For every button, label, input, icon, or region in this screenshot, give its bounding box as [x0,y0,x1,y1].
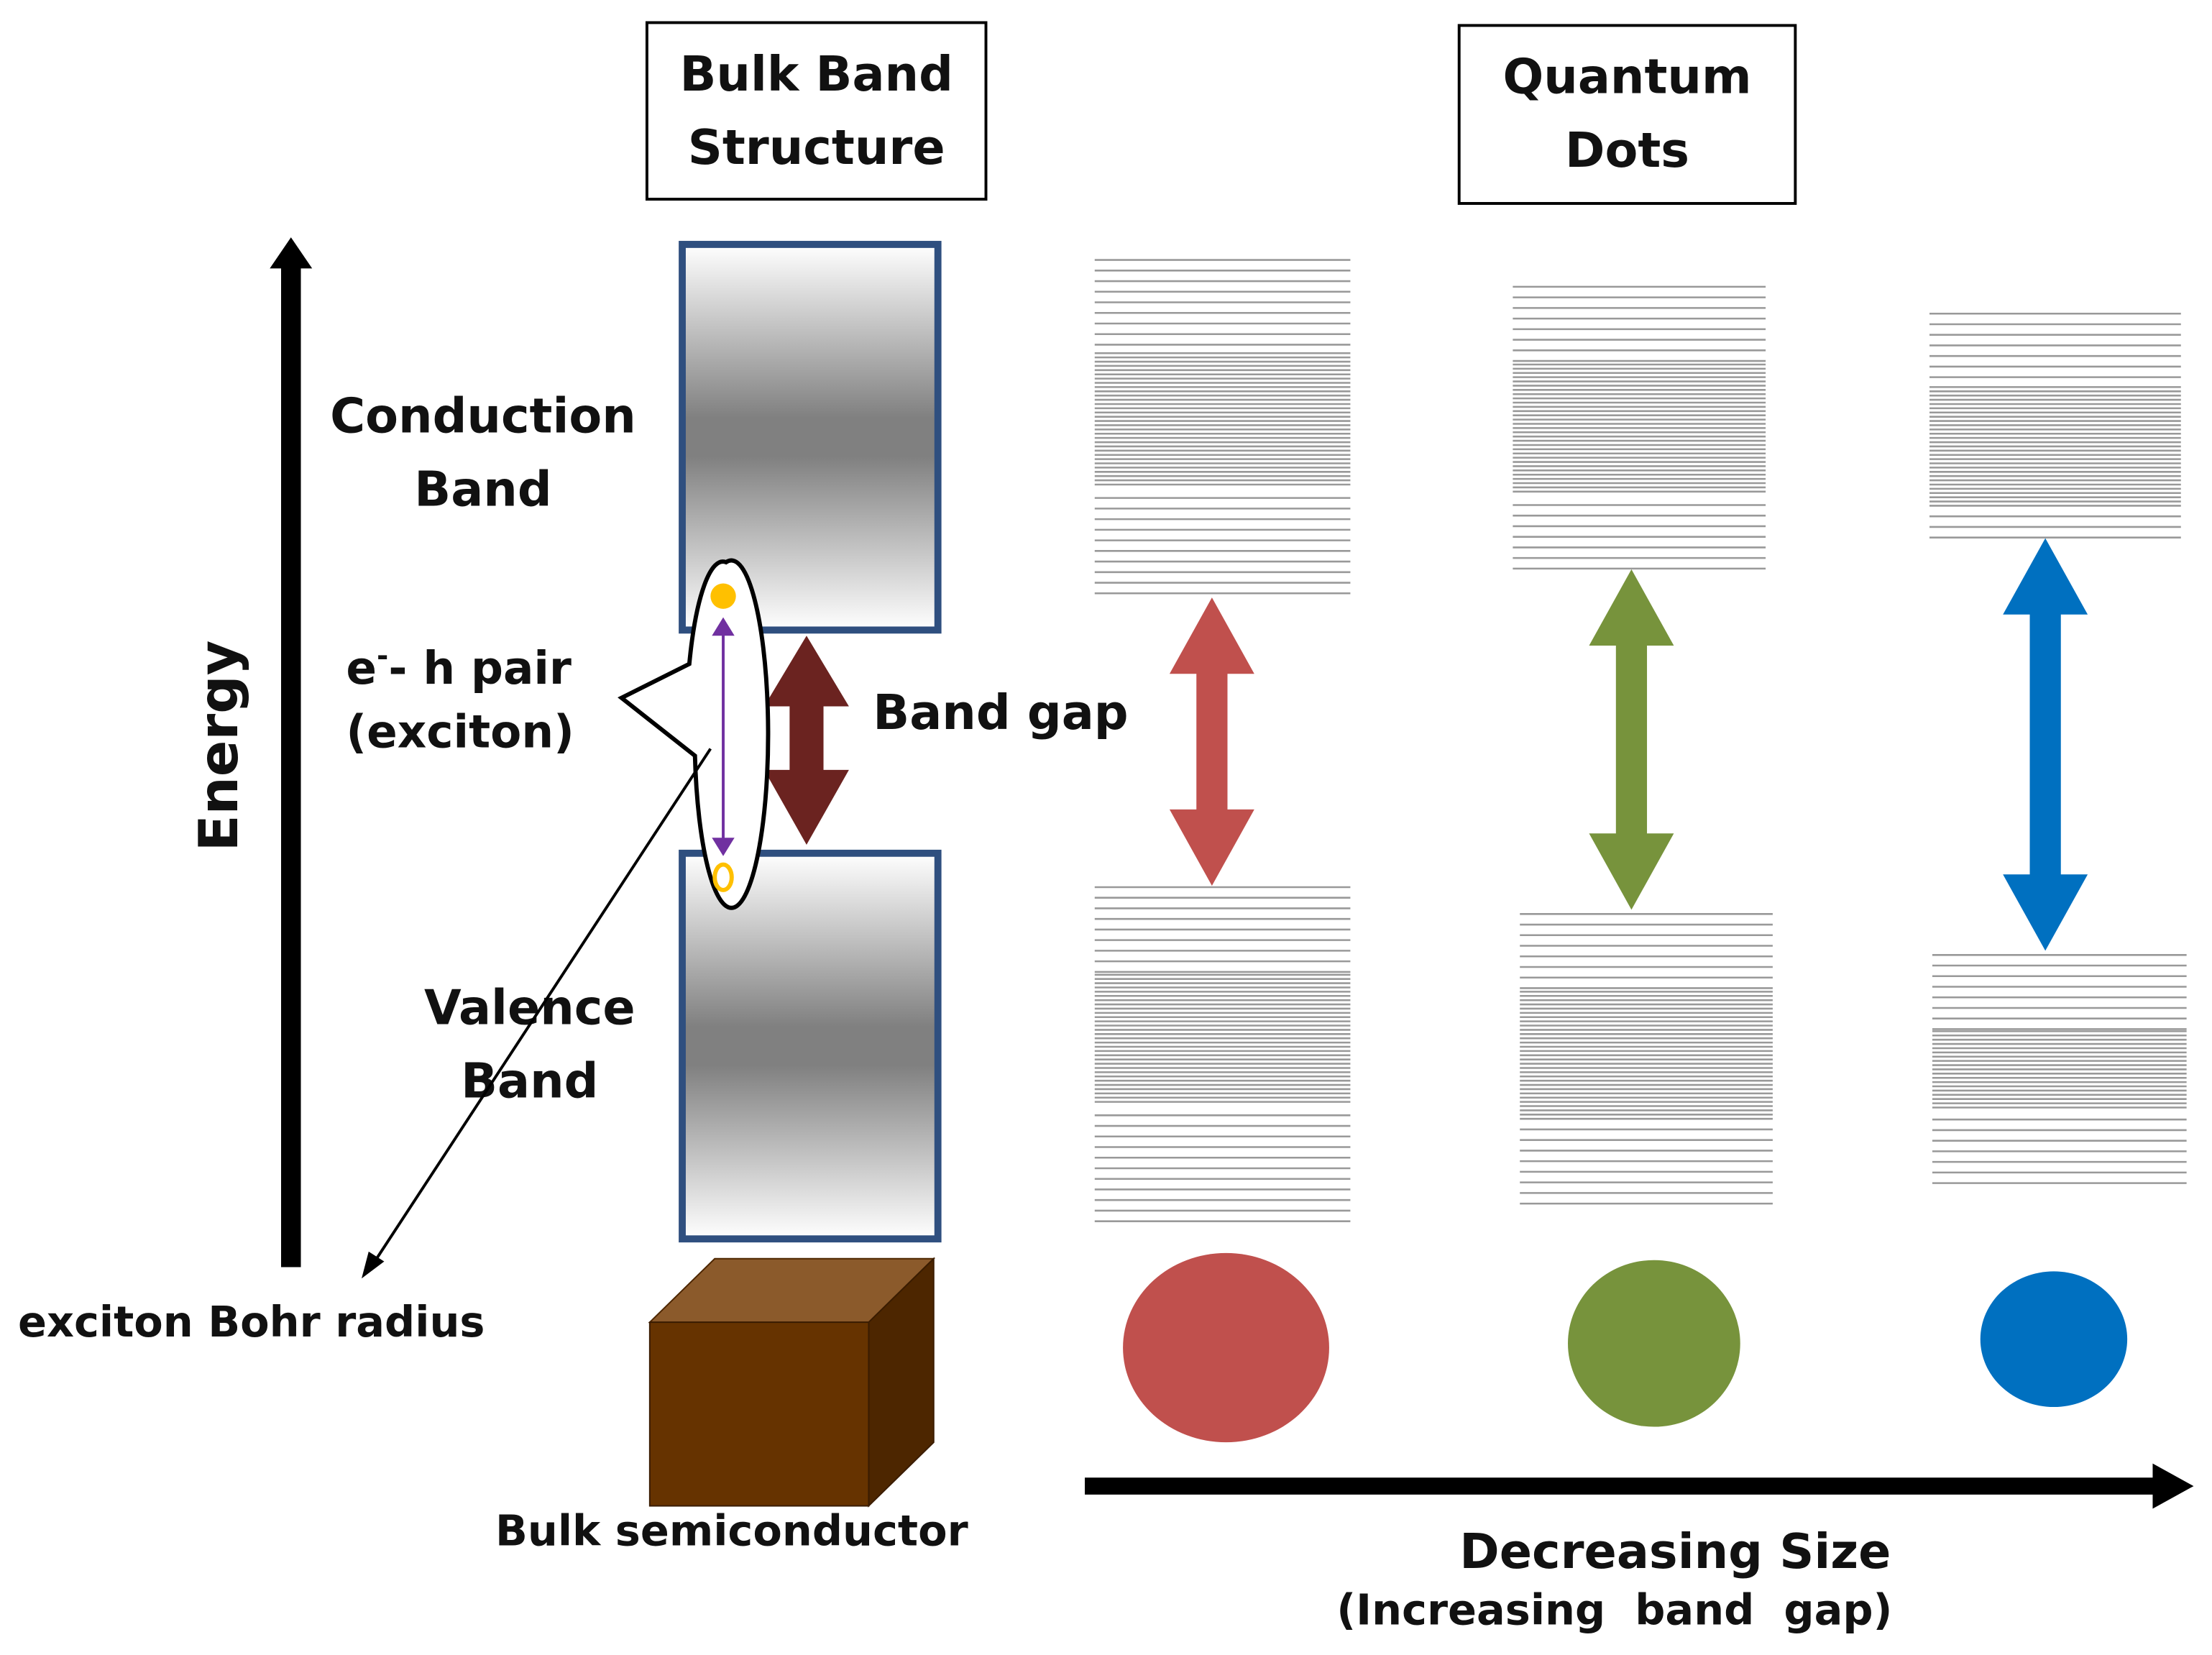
electron-icon [710,583,736,609]
qd-small-conduction-levels [1929,312,2181,538]
quantum-dot-energy-levels [1094,259,2187,1222]
decreasing-size-label: Decreasing Size [1459,1523,1891,1580]
exciton-label-sup: - [377,640,388,672]
bulk-semiconductor-cube [648,1257,936,1508]
quantum-dot-medium [1568,1260,1740,1427]
quantum-dot-small [1980,1271,2128,1408]
qd-small-valence-levels [1932,954,2187,1184]
cube-front [648,1321,870,1507]
qd-header-line1: Quantum [1503,49,1752,105]
exciton-label-e: e [346,642,377,694]
bulk-header-box [645,21,988,201]
bohr-radius-label: exciton Bohr radius [18,1297,485,1347]
valence-band [679,849,942,1243]
bohr-radius-arrowhead [362,1251,385,1279]
band-gap-label: Band gap [873,684,1128,741]
qd-medium-conduction-levels [1513,285,1766,570]
conduction-band-label-line2: Band [414,461,551,517]
qd-medium-valence-levels [1520,913,1773,1205]
bulk-semiconductor-label: Bulk semiconductor [495,1506,968,1556]
conduction-band-label-line1: Conduction [330,388,636,444]
exciton-ellipse [618,558,771,910]
valence-band-label-line2: Band [461,1053,598,1109]
bulk-header-line2: Structure [688,119,945,175]
exciton-arrowhead-down [712,838,735,856]
qd-large-valence-levels [1094,886,1351,1222]
qd-gap-arrow-large [1169,597,1254,886]
exciton-label-line2: (exciton) [346,705,574,758]
bulk-band-gap-arrow [763,636,849,845]
energy-axis: Energy [188,237,313,1267]
quantum-dots-header: Quantum Dots [1457,24,1797,205]
quantum-dot-large [1123,1252,1329,1443]
exciton-label-rest: - h pair [388,642,572,694]
qd-gap-arrow-small [2003,538,2088,951]
energy-axis-arrowhead [270,237,313,269]
exciton-label-line1: e-- h pair [346,640,572,694]
hole-icon [712,862,734,892]
bulk-band-structure-header: Bulk Band Structure [645,21,988,201]
qd-gap-arrow-medium [1589,569,1674,910]
bohr-radius-pointer [369,748,712,1270]
qd-large-conduction-levels [1094,259,1351,595]
increasing-band-gap-label: (Increasing band gap) [1336,1585,1892,1635]
energy-label: Energy [188,641,250,852]
exciton-arrowhead-up [712,617,735,636]
qd-header-line2: Dots [1565,122,1689,178]
bulk-header-line1: Bulk Band [679,46,953,102]
exciton-callout [618,558,771,910]
decreasing-size-arrowhead [2152,1463,2194,1509]
qd-header-box [1457,24,1797,205]
